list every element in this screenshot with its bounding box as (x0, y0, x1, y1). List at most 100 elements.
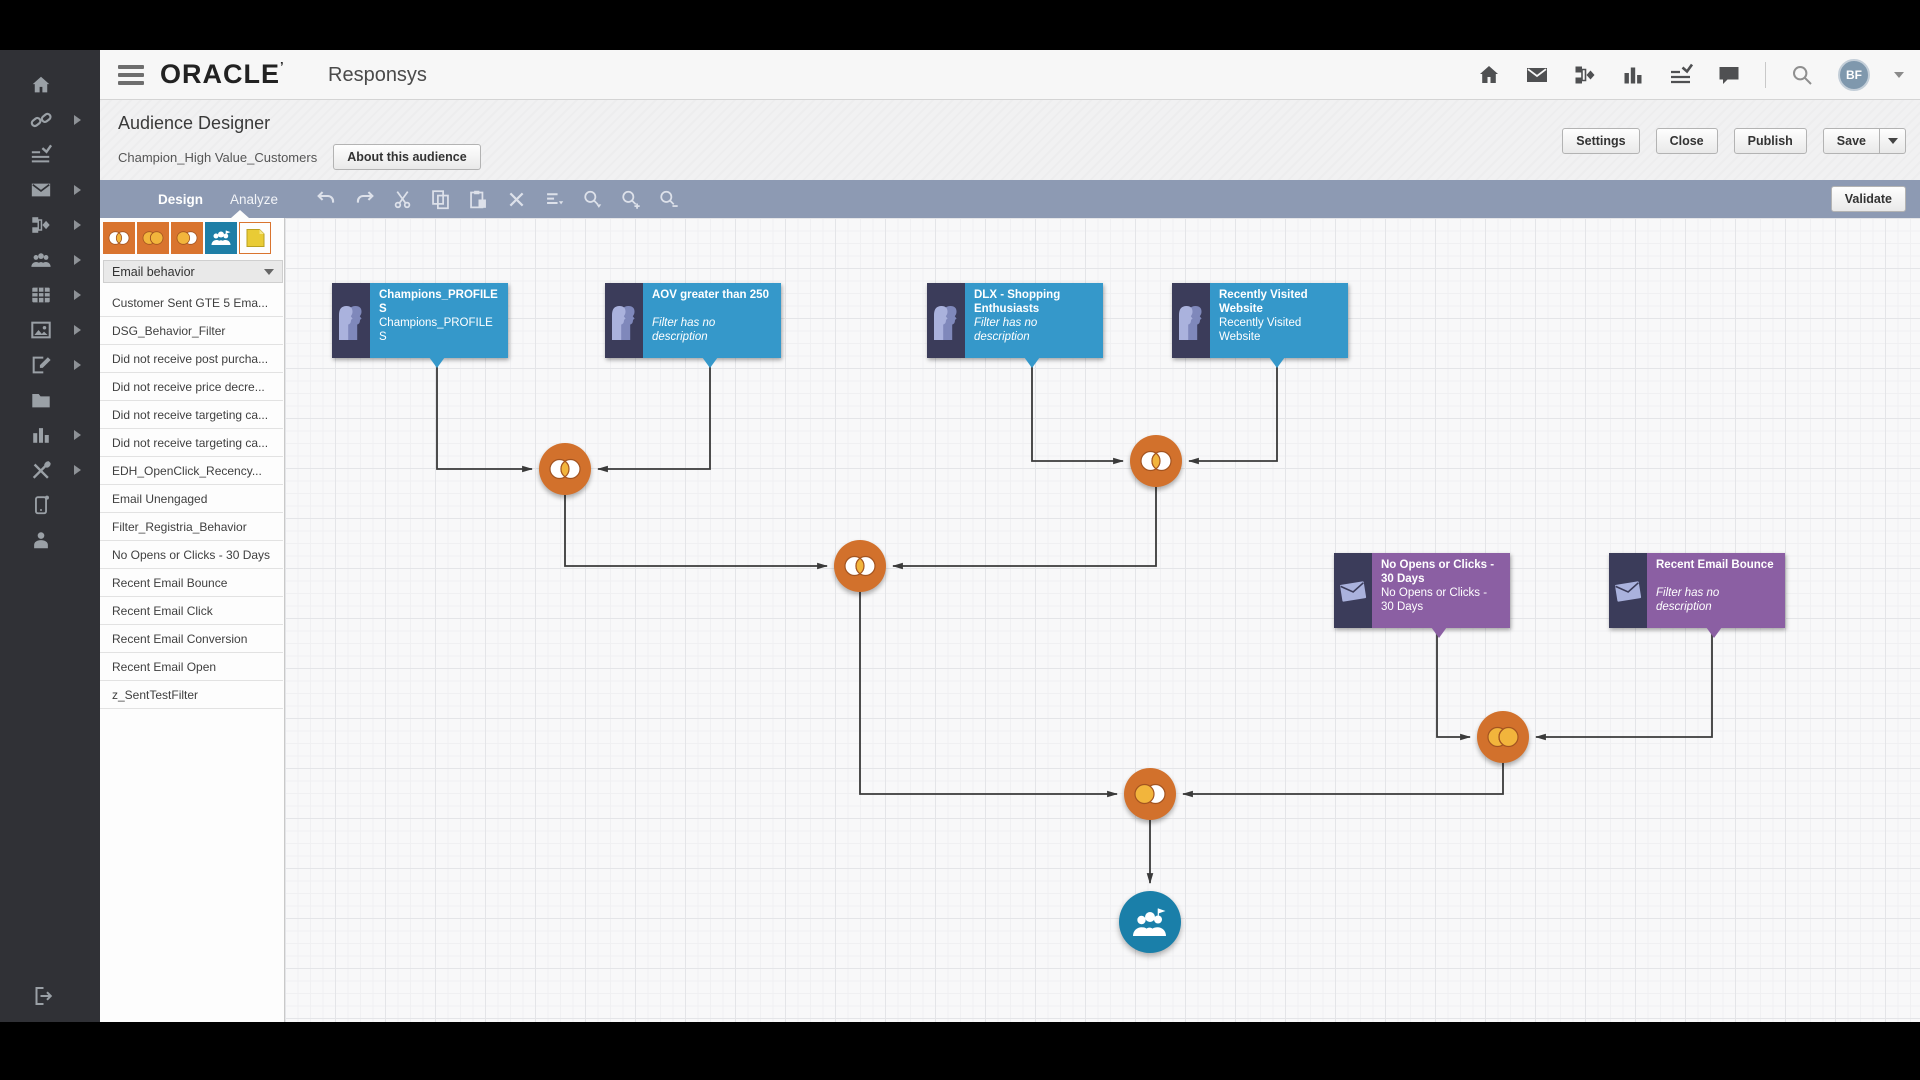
palette-exclude[interactable] (171, 222, 203, 254)
rail-item-home[interactable] (0, 69, 100, 101)
filter-node[interactable]: DLX - Shopping EnthusiastsFilter has no … (927, 283, 1103, 358)
rail-item-account[interactable] (0, 524, 100, 556)
tab-analyze[interactable]: Analyze (230, 180, 278, 218)
rail-item-program[interactable] (0, 209, 100, 241)
search-button[interactable] (1790, 63, 1814, 87)
close-button[interactable]: Close (1656, 128, 1718, 154)
intersect-glyph (1138, 448, 1174, 474)
filter-node[interactable]: Recent Email BounceFilter has no descrip… (1609, 553, 1785, 628)
rail-item-tools[interactable] (0, 454, 100, 486)
rail-item-tasks[interactable] (0, 139, 100, 171)
avatar-menu-caret[interactable] (1894, 72, 1904, 78)
filter-node[interactable]: Champions_PROFILESChampions_PROFILES (332, 283, 508, 358)
filter-list-item[interactable]: Recent Email Open (100, 653, 283, 681)
about-audience-button[interactable]: About this audience (333, 144, 480, 170)
filter-node[interactable]: AOV greater than 250Filter has no descri… (605, 283, 781, 358)
filter-list-item[interactable]: Did not receive post purcha... (100, 345, 283, 373)
tab-design[interactable]: Design (158, 180, 203, 218)
rail-item-mobile[interactable] (0, 489, 100, 521)
user-avatar[interactable]: BF (1838, 59, 1870, 91)
people-icon (30, 249, 52, 271)
intersect-node[interactable] (539, 443, 591, 495)
intersect-node[interactable] (834, 540, 886, 592)
rail-item-folder[interactable] (0, 384, 100, 416)
submenu-arrow-icon (74, 115, 81, 125)
tasks-button[interactable] (1669, 63, 1693, 87)
union-node[interactable] (1477, 711, 1529, 763)
filter-list-item[interactable]: Email Unengaged (100, 485, 283, 513)
filter-list-item[interactable]: z_SentTestFilter (100, 681, 283, 709)
filter-list-item[interactable]: Recent Email Click (100, 597, 283, 625)
copy-button[interactable] (430, 189, 451, 210)
program-button[interactable] (1573, 63, 1597, 87)
tasks-icon (30, 144, 52, 166)
align-button[interactable] (544, 189, 565, 210)
chart-icon (1621, 63, 1645, 87)
rail-item-form[interactable] (0, 349, 100, 381)
rail-item-bar-chart[interactable] (0, 419, 100, 451)
save-split-button: Save (1823, 128, 1906, 154)
category-select[interactable]: Email behavior (103, 260, 283, 283)
settings-button[interactable]: Settings (1562, 128, 1639, 154)
filter-list-item[interactable]: Did not receive price decre... (100, 373, 283, 401)
submenu-arrow-icon (74, 325, 81, 335)
exclude-node[interactable] (1124, 768, 1176, 820)
filter-list-item[interactable]: Did not receive targeting ca... (100, 429, 283, 457)
hamburger-menu-icon[interactable] (118, 65, 144, 85)
palette-audience[interactable] (205, 222, 237, 254)
filter-list-item[interactable]: Customer Sent GTE 5 Ema... (100, 289, 283, 317)
publish-button[interactable]: Publish (1734, 128, 1807, 154)
filter-node[interactable]: No Opens or Clicks - 30 DaysNo Opens or … (1334, 553, 1510, 628)
filter-node-title: Champions_PROFILES (379, 289, 500, 317)
image-icon (30, 319, 52, 341)
redo-button[interactable] (354, 189, 375, 210)
left-navigation-rail (0, 50, 100, 1022)
cut-button[interactable] (392, 189, 413, 210)
profile-filter-icon (605, 283, 643, 358)
mail-button[interactable] (1525, 63, 1549, 87)
palette-note[interactable] (239, 222, 271, 254)
filter-node-title: Recently Visited Website (1219, 289, 1340, 317)
zoom-out-icon (658, 189, 679, 210)
filter-node-title: No Opens or Clicks - 30 Days (1381, 559, 1502, 587)
rail-item-table[interactable] (0, 279, 100, 311)
account-icon (30, 529, 52, 551)
filter-list-item[interactable]: EDH_OpenClick_Recency... (100, 457, 283, 485)
node-pointer (1706, 627, 1722, 638)
page-header: Audience Designer Champion_High Value_Cu… (100, 100, 1920, 180)
undo-button[interactable] (316, 189, 337, 210)
save-button[interactable]: Save (1823, 128, 1880, 154)
palette-union[interactable] (137, 222, 169, 254)
filter-list-item[interactable]: Recent Email Bounce (100, 569, 283, 597)
filter-list-item[interactable]: No Opens or Clicks - 30 Days (100, 541, 283, 569)
filter-node[interactable]: Recently Visited WebsiteRecently Visited… (1172, 283, 1348, 358)
rail-item-people[interactable] (0, 244, 100, 276)
paste-button[interactable] (468, 189, 489, 210)
logout-button[interactable] (30, 984, 54, 1008)
zoom-in-icon (620, 189, 641, 210)
rail-item-mail[interactable] (0, 174, 100, 206)
mobile-icon (30, 494, 52, 516)
rail-item-image[interactable] (0, 314, 100, 346)
zoom-menu-button[interactable] (582, 189, 603, 210)
filter-list-item[interactable]: Did not receive targeting ca... (100, 401, 283, 429)
chat-button[interactable] (1717, 63, 1741, 87)
filter-list-item[interactable]: Recent Email Conversion (100, 625, 283, 653)
filter-list-item[interactable]: Filter_Registria_Behavior (100, 513, 283, 541)
profile-filter-icon (332, 283, 370, 358)
save-menu-caret[interactable] (1880, 128, 1906, 154)
delete-button[interactable] (506, 189, 527, 210)
home-button[interactable] (1477, 63, 1501, 87)
chart-button[interactable] (1621, 63, 1645, 87)
filter-list-item[interactable]: DSG_Behavior_Filter (100, 317, 283, 345)
intersect-node[interactable] (1130, 435, 1182, 487)
zoom-out-button[interactable] (658, 189, 679, 210)
bar-chart-icon (30, 424, 52, 446)
submenu-arrow-icon (74, 360, 81, 370)
zoom-in-button[interactable] (620, 189, 641, 210)
submenu-arrow-icon (74, 465, 81, 475)
validate-button[interactable]: Validate (1831, 186, 1906, 212)
rail-item-link[interactable] (0, 104, 100, 136)
palette-intersect[interactable] (103, 222, 135, 254)
audience-node[interactable] (1119, 891, 1181, 953)
